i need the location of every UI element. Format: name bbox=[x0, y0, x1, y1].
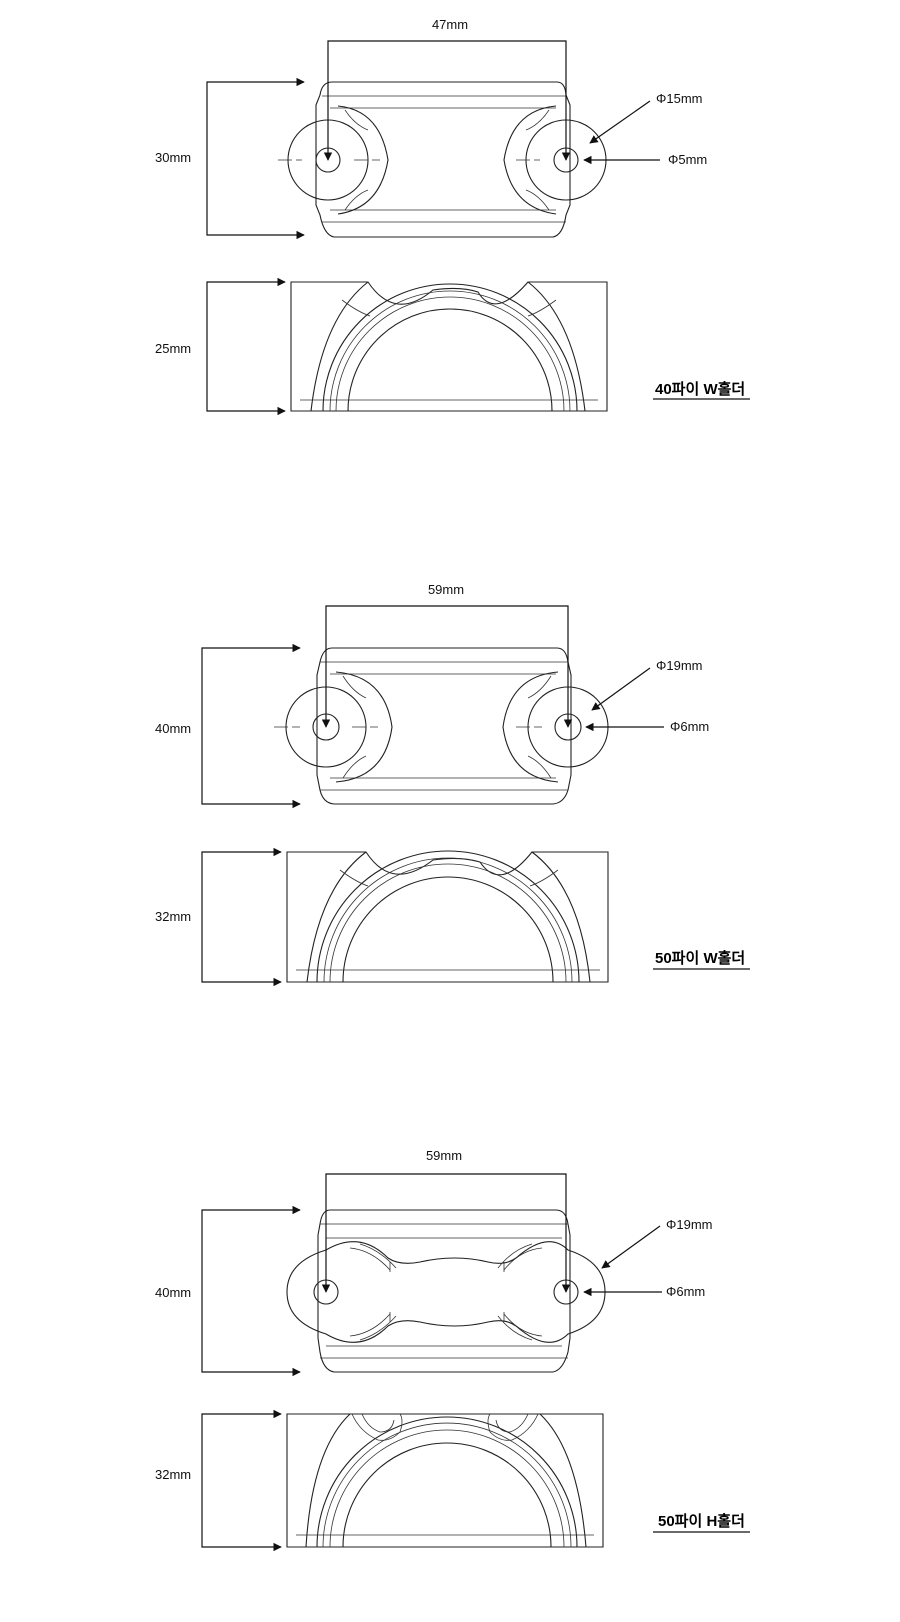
holder-title: 50파이 W홀더 bbox=[655, 949, 745, 967]
holder-50-w-dimensions bbox=[201, 605, 664, 809]
holder-title: 50파이 H홀더 bbox=[658, 1512, 745, 1530]
side-height-dimension bbox=[201, 1409, 282, 1552]
height-label: 30mm bbox=[155, 150, 191, 165]
height-label: 40mm bbox=[155, 721, 191, 736]
holder-50-h-side-view bbox=[286, 1413, 604, 1548]
hole-diameter-label: Φ5mm bbox=[668, 152, 707, 167]
holder-40-w-side-view bbox=[290, 281, 608, 412]
holder-50-w-side-view bbox=[286, 850, 609, 983]
outer-diameter-label: Φ19mm bbox=[656, 658, 703, 673]
hole-diameter-label: Φ6mm bbox=[670, 719, 709, 734]
holder-title: 40파이 W홀더 bbox=[655, 380, 745, 398]
side-height-label: 25mm bbox=[155, 341, 191, 356]
side-height-dimension bbox=[206, 277, 286, 416]
side-height-dimension bbox=[201, 847, 282, 987]
holder-50-h-top-view bbox=[286, 1209, 606, 1373]
outer-diameter-label: Φ19mm bbox=[666, 1217, 713, 1232]
width-label: 59mm bbox=[426, 1148, 462, 1163]
outer-diameter-label: Φ15mm bbox=[656, 91, 703, 106]
holder-50-w-top-view bbox=[274, 647, 609, 805]
side-height-label: 32mm bbox=[155, 1467, 191, 1482]
holder-40-w-top-view bbox=[278, 81, 616, 238]
height-label: 40mm bbox=[155, 1285, 191, 1300]
width-label: 47mm bbox=[432, 17, 468, 32]
width-label: 59mm bbox=[428, 582, 464, 597]
hole-diameter-label: Φ6mm bbox=[666, 1284, 705, 1299]
side-height-label: 32mm bbox=[155, 909, 191, 924]
holder-40-w-dimensions bbox=[206, 40, 660, 240]
holder-50-h-dimensions bbox=[201, 1173, 662, 1377]
